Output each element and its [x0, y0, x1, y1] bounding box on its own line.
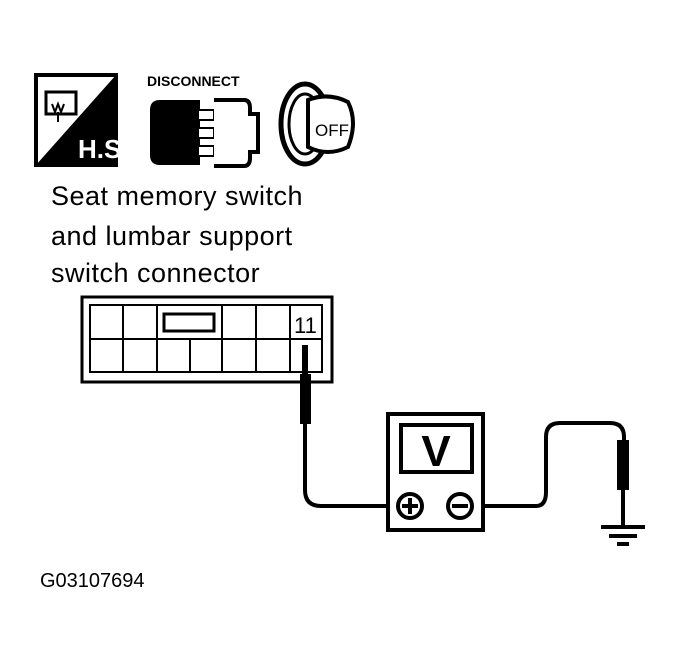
caption-line-2: and lumbar support	[51, 221, 293, 251]
figure-id: G03107694	[40, 570, 145, 592]
ground-icon	[601, 525, 645, 546]
positive-lead-wire	[303, 375, 398, 508]
terminal-11-label: 11	[294, 313, 317, 338]
disconnect-icon: DISCONNECT	[147, 73, 260, 168]
ignition-off-label: OFF	[315, 121, 349, 140]
connector: 11	[80, 295, 334, 384]
negative-lead-wire	[472, 421, 626, 508]
caption-line-3: switch connector	[51, 258, 261, 288]
caption-line-1: Seat memory switch	[51, 181, 304, 211]
ignition-key-icon: OFF	[278, 81, 355, 167]
negative-probe	[617, 440, 629, 490]
voltmeter-label: V	[421, 427, 451, 476]
disconnect-label: DISCONNECT	[147, 73, 240, 89]
harness-icon: H.S.	[34, 73, 129, 167]
voltmeter: V	[386, 412, 485, 532]
harness-label: H.S.	[78, 134, 129, 164]
positive-probe	[300, 374, 311, 424]
